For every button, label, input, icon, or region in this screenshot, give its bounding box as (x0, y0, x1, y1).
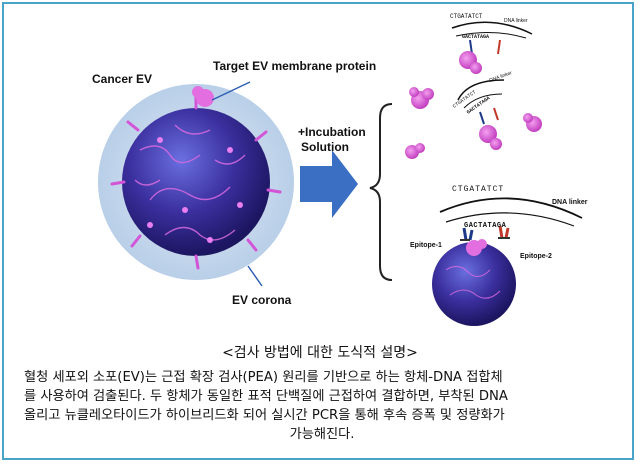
antibody-dna-icon (439, 197, 583, 241)
brace-icon (369, 103, 393, 281)
protein-icon (409, 87, 434, 109)
label-ev-corona: EV corona (232, 293, 292, 307)
description-text: 혈청 세포외 소포(EV)는 근접 확장 검사(PEA) 원리를 기반으로 하는… (24, 368, 620, 444)
label-solution: Solution (301, 140, 349, 154)
figure-caption: <검사 방법에 대한 도식적 설명> (222, 345, 418, 361)
cancer-ev-icon (432, 239, 516, 326)
protein-icon (405, 143, 425, 159)
target-protein-pointer (211, 81, 251, 101)
description-line: 를 사용하여 검출된다. 두 항체가 동일한 표적 단백질에 근접하여 결합하면… (24, 389, 508, 404)
arrow-right-icon (300, 150, 358, 218)
dna-linker-label-1: DNA linker (504, 18, 528, 24)
description-line: 혈청 세포외 소포(EV)는 근접 확장 검사(PEA) 원리를 기반으로 하는… (24, 370, 503, 385)
protein-icon (523, 113, 542, 132)
description-line: 가능해진다. (289, 427, 355, 442)
antibody-dna-icon (451, 21, 533, 74)
dna-linker-label-2: DNA linker (489, 70, 514, 84)
epitope-1-label: Epitope-1 (410, 242, 442, 249)
sequence-top-3: CTGATATCT (452, 185, 504, 194)
pea-diagram: Cancer EV Target EV membrane protein +In… (92, 13, 588, 326)
dna-linker-label-3: DNA linker (552, 199, 588, 206)
figure-border (2, 2, 634, 460)
description-line: 올리고 뉴클레오타이드가 하이브리드화 되어 실시간 PCR을 통해 후속 증폭… (24, 408, 505, 423)
label-cancer-ev: Cancer EV (92, 72, 152, 86)
sequence-bottom-1: GACTATAGA (462, 34, 489, 40)
ev-corona-pointer (247, 265, 263, 287)
label-incubation: +Incubation (298, 125, 366, 139)
sequence-top-1: CTGATATCT (450, 13, 483, 20)
label-target-protein: Target EV membrane protein (213, 59, 376, 73)
antibody-dna-icon (457, 79, 505, 150)
sequence-bottom-3: GACTATAGA (464, 222, 507, 230)
epitope-2-label: Epitope-2 (520, 253, 552, 260)
cancer-ev-icon (98, 84, 294, 280)
